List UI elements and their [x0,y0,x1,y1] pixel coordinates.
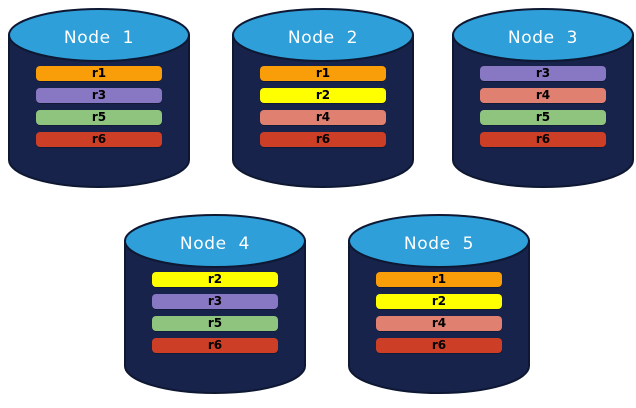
replica-bar-r4[interactable]: r4 [260,110,386,125]
replica-label: r5 [535,110,551,124]
replica-label: r1 [431,272,447,286]
replica-stack: r3 r4 r5 r6 [452,66,634,154]
replica-bar-r1[interactable]: r1 [260,66,386,81]
replica-label: r3 [207,294,223,308]
replica-bar-r6[interactable]: r6 [152,338,278,353]
replica-bar-r2[interactable]: r2 [152,272,278,287]
replica-bar-r4[interactable]: r4 [376,316,502,331]
replica-stack: r1 r2 r4 r6 [232,66,414,154]
replica-stack: r1 r3 r5 r6 [8,66,190,154]
replica-label: r1 [91,66,107,80]
cylinder-top-ellipse [8,8,190,62]
replica-stack: r1 r2 r4 r6 [348,272,530,360]
replica-stack: r2 r3 r5 r6 [124,272,306,360]
replica-label: r5 [207,316,223,330]
replica-bar-r3[interactable]: r3 [36,88,162,103]
replica-label: r4 [535,88,551,102]
replica-label: r6 [431,338,447,352]
replica-bar-r3[interactable]: r3 [152,294,278,309]
replica-bar-r3[interactable]: r3 [480,66,606,81]
replica-label: r3 [535,66,551,80]
replica-bar-r6[interactable]: r6 [480,132,606,147]
cylinder-top-ellipse [232,8,414,62]
replica-bar-r5[interactable]: r5 [480,110,606,125]
replica-label: r6 [91,132,107,146]
replica-label: r6 [535,132,551,146]
replica-label: r2 [315,88,331,102]
replica-bar-r5[interactable]: r5 [152,316,278,331]
replica-label: r6 [315,132,331,146]
replica-label: r4 [431,316,447,330]
replica-bar-r1[interactable]: r1 [36,66,162,81]
cylinder-top-ellipse [452,8,634,62]
replica-label: r2 [207,272,223,286]
replica-bar-r6[interactable]: r6 [260,132,386,147]
replica-label: r3 [91,88,107,102]
replica-bar-r5[interactable]: r5 [36,110,162,125]
replica-bar-r1[interactable]: r1 [376,272,502,287]
replica-bar-r2[interactable]: r2 [376,294,502,309]
replica-label: r2 [431,294,447,308]
replica-label: r5 [91,110,107,124]
replica-bar-r6[interactable]: r6 [36,132,162,147]
cylinder-top-ellipse [348,214,530,268]
replica-bar-r4[interactable]: r4 [480,88,606,103]
replica-bar-r2[interactable]: r2 [260,88,386,103]
replica-label: r4 [315,110,331,124]
cylinder-top-ellipse [124,214,306,268]
replica-label: r1 [315,66,331,80]
replica-bar-r6[interactable]: r6 [376,338,502,353]
replica-label: r6 [207,338,223,352]
